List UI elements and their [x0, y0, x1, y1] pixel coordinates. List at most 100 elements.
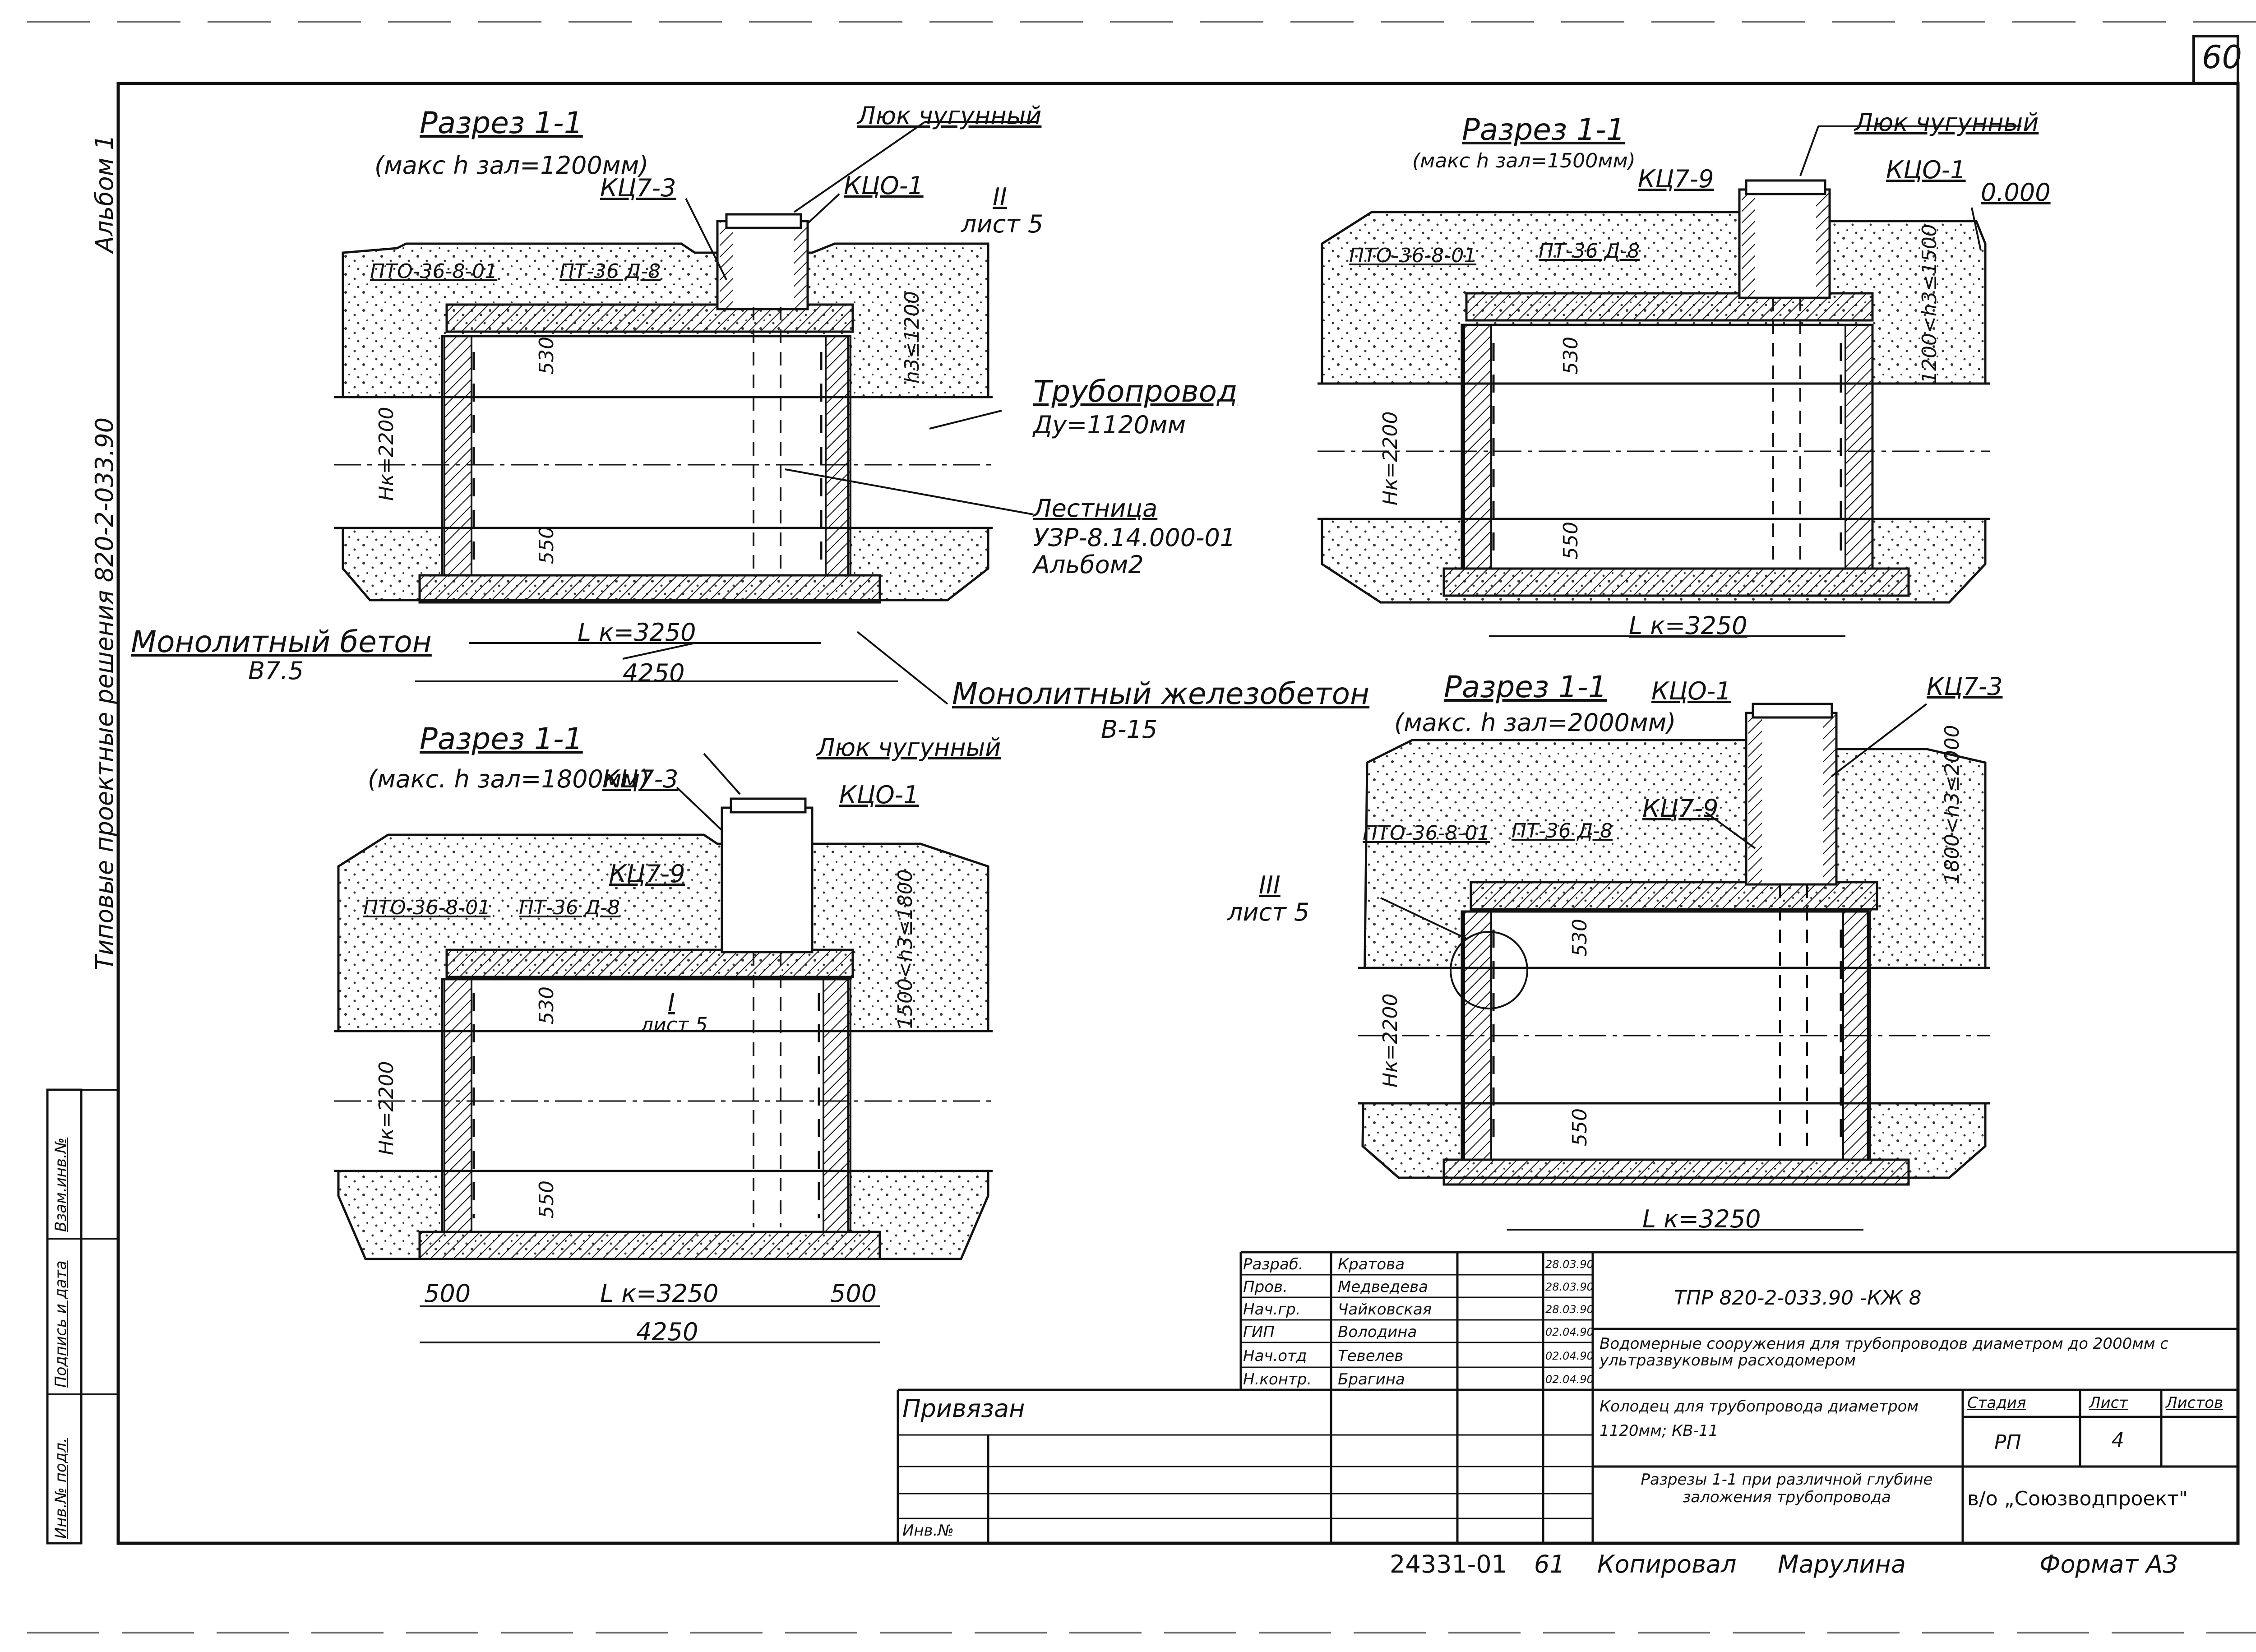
s3-ref-num: I: [668, 988, 675, 1017]
s3-side-left: 500: [424, 1279, 471, 1308]
s4-pto: ПТО-36-8-01: [1363, 822, 1490, 845]
s4-530: 530: [1568, 919, 1591, 957]
side-cell-1: Взам.инв.№: [52, 1137, 70, 1232]
s1-width: 4250: [623, 659, 685, 687]
tb-sheet: 4: [2112, 1429, 2124, 1452]
ladder-title: Лестница: [1033, 494, 1158, 523]
tb-doc-code: ТПР 820-2-033.90 -КЖ 8: [1674, 1286, 1922, 1310]
s2-title: Разрез 1-1: [1462, 112, 1625, 147]
s3-530: 530: [535, 986, 558, 1024]
s3-kco: КЦО-1: [839, 781, 919, 809]
s2-depth: 1200<h3≤1500: [1918, 224, 1941, 384]
s2-subtitle: (макс h зал=1500мм): [1412, 149, 1636, 172]
concrete-title: Монолитный бетон: [131, 625, 432, 659]
s2-530: 530: [1559, 337, 1582, 375]
s1-550: 550: [535, 526, 558, 564]
section-4-drawing: [1358, 703, 1990, 1231]
s3-width: 4250: [636, 1318, 698, 1346]
tb-sheet-header: Лист: [2089, 1394, 2128, 1412]
s1-title: Разрез 1-1: [420, 106, 583, 140]
footer-format: Формат А3: [2039, 1550, 2178, 1578]
s4-kco: КЦО-1: [1651, 677, 1731, 705]
tb-role-3: ГИП: [1243, 1323, 1275, 1341]
tb-stage: РП: [1994, 1431, 2021, 1454]
tb-role-4: Нач.отд: [1243, 1347, 1307, 1365]
frame: [116, 82, 2240, 1545]
s1-ref-num: II: [993, 183, 1007, 211]
s4-title: Разрез 1-1: [1444, 670, 1607, 704]
s3-ref-sheet: лист 5: [641, 1013, 708, 1037]
tb-sheets-header: Листов: [2166, 1394, 2224, 1412]
tb-date-0: 28.03.90: [1545, 1258, 1594, 1271]
s1-subtitle: (макс h зал=1200мм): [374, 151, 649, 180]
s1-pto: ПТО-36-8-01: [370, 260, 498, 283]
side-album: Альбом 1: [90, 134, 119, 253]
tb-name-4: Тевелев: [1338, 1347, 1404, 1365]
s4-subtitle: (макс. h зал=2000мм): [1394, 708, 1676, 737]
pipe-dia: Ду=1120мм: [1033, 411, 1186, 439]
ladder-album: Альбом2: [1033, 551, 1144, 579]
s3-side-right: 500: [830, 1279, 877, 1308]
s1-lk: L к=3250: [578, 618, 696, 647]
s2-kc: КЦ7-9: [1638, 165, 1714, 193]
tb-tied: Привязан: [902, 1394, 1025, 1423]
tb-date-5: 02.04.90: [1545, 1373, 1594, 1386]
s4-kc: КЦ7-3: [1927, 672, 2003, 701]
tb-project-title: Водомерные сооружения для трубопроводов …: [1600, 1335, 2169, 1370]
tb-role-5: Н.контр.: [1243, 1370, 1312, 1388]
tb-stage-header: Стадия: [1967, 1394, 2026, 1412]
footer-archive: 24331-01: [1390, 1550, 1507, 1578]
tb-role-1: Пров.: [1243, 1278, 1288, 1296]
side-cell-2: Подпись и дата: [52, 1260, 70, 1388]
section-1-drawing: [334, 213, 993, 682]
s1-kc: КЦ7-3: [600, 174, 676, 202]
rc-class: В-15: [1101, 715, 1158, 744]
tb-date-2: 28.03.90: [1545, 1303, 1594, 1316]
s4-pt: ПТ-36 Д-8: [1512, 819, 1613, 842]
side-title: Типовые проектные решения 820-2-033.90: [90, 417, 119, 970]
rc-title: Монолитный железобетон: [952, 676, 1370, 711]
tb-name-5: Брагина: [1338, 1370, 1405, 1388]
s2-hatch: Люк чугунный: [1854, 108, 2039, 137]
tb-name-1: Медведева: [1338, 1278, 1428, 1296]
section-2-drawing: [1318, 179, 1990, 637]
s2-level: 0.000: [1981, 178, 2051, 207]
s4-550: 550: [1568, 1108, 1591, 1146]
tb-sheet-title: Разрезы 1-1 при различной глубине заложе…: [1641, 1471, 1933, 1507]
tb-date-1: 28.03.90: [1545, 1281, 1594, 1293]
s4-lk: L к=3250: [1642, 1205, 1761, 1233]
tb-name-2: Чайковская: [1338, 1300, 1432, 1319]
ladder-code: УЗР-8.14.000-01: [1033, 523, 1236, 552]
tb-inv: Инв.№: [902, 1522, 954, 1540]
s4-kc2: КЦ7-9: [1642, 794, 1719, 823]
section-3-drawing: [334, 797, 993, 1343]
s4-ref-num: III: [1259, 871, 1281, 899]
s4-hk: Нк=2200: [1379, 993, 1402, 1087]
s2-hk: Нк=2200: [1379, 411, 1402, 505]
s2-pto: ПТО-36-8-01: [1349, 244, 1477, 267]
s2-lk: L к=3250: [1629, 611, 1747, 640]
s2-pt: ПТ-36 Д-8: [1539, 240, 1640, 263]
s3-title: Разрез 1-1: [420, 722, 583, 756]
tb-date-3: 02.04.90: [1545, 1326, 1594, 1338]
s3-lk: L к=3250: [600, 1279, 719, 1308]
s1-pt: ПТ-36 Д-8: [559, 260, 661, 283]
s3-pto: ПТО-36-8-01: [363, 896, 491, 919]
s3-pt: ПТ-36 Д-8: [519, 896, 620, 919]
tb-name-3: Володина: [1338, 1323, 1417, 1341]
s3-kc2: КЦ7-9: [609, 860, 685, 888]
s3-subtitle: (макс. h зал=1800мм): [368, 765, 650, 793]
s1-hatch: Люк чугунный: [857, 102, 1042, 130]
tb-name-0: Кратова: [1338, 1255, 1405, 1273]
s3-depth: 1500<h3≤1800: [894, 869, 917, 1029]
s4-depth: 1800<h3≤2000: [1941, 725, 1964, 884]
concrete-class: В7.5: [248, 657, 304, 685]
s1-kco: КЦО-1: [844, 171, 924, 200]
s3-hk: Нк=2200: [375, 1061, 398, 1155]
s3-kc: КЦ7-3: [602, 765, 679, 793]
side-cell-3: Инв.№ подл.: [52, 1438, 70, 1539]
tb-role-2: Нач.гр.: [1243, 1300, 1301, 1319]
s2-550: 550: [1559, 522, 1582, 560]
s1-ref-sheet: лист 5: [961, 210, 1044, 238]
